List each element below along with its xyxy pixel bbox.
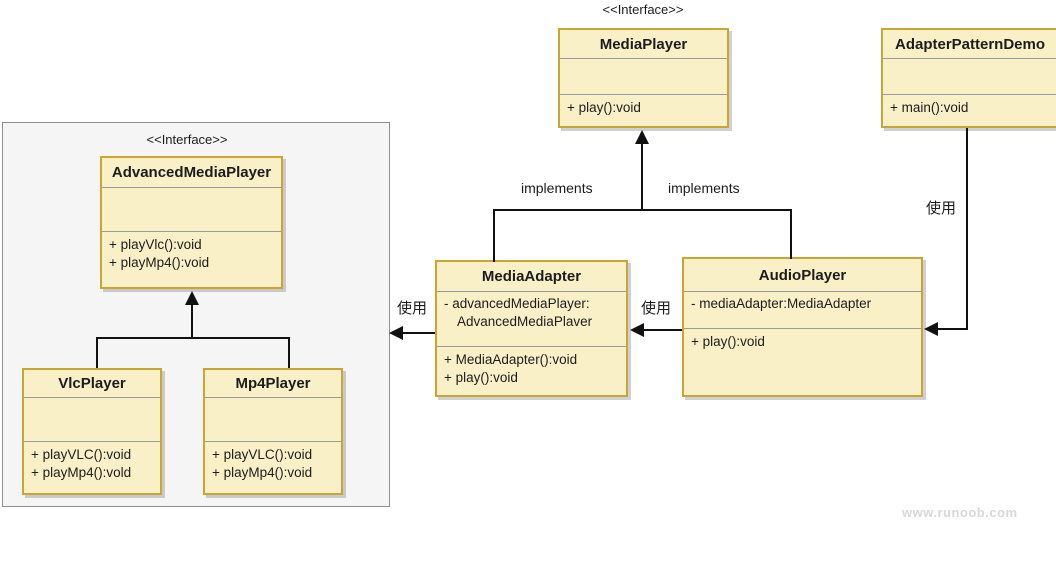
class-attributes [102,188,281,232]
method-playmp4: + playMp4():void [109,255,210,270]
method-play: + play():void [444,370,518,385]
class-methods: + MediaAdapter():void + play():void [437,347,626,395]
attribute-media-adapter: - mediaAdapter:MediaAdapter [691,296,872,311]
interface-stereotype-top: <<Interface>> [602,2,684,17]
class-attributes [24,398,160,442]
method-constructor: + MediaAdapter():void [444,352,578,367]
class-audio-player: AudioPlayer - mediaAdapter:MediaAdapter … [682,257,923,397]
class-media-adapter: MediaAdapter - advancedMediaPlayer: Adva… [435,260,628,397]
implements-stem-line [641,142,643,211]
interface-stereotype-left: <<Interface>> [146,132,228,147]
implements-bus-line [493,209,792,211]
class-title: AdvancedMediaPlayer [102,158,281,188]
class-methods: + play():void [560,95,727,126]
use-arrowhead-media-adapter-icon [630,323,644,337]
class-methods: + playVLC():void + playMp4():void [205,442,341,493]
implements-label-left: implements [519,180,595,196]
use-line-adaptee [401,332,435,334]
implements-branch-media-adapter [493,209,495,262]
class-methods: + main():void [883,95,1056,126]
attribute-advanced-media-player-cont: AdvancedMediaPlaver [457,314,593,329]
extends-arrowhead-icon [185,291,199,305]
class-title: Mp4Player [205,370,341,398]
class-media-player: MediaPlayer + play():void [558,28,729,128]
class-methods: + playVLC():void + playMp4():vold [24,442,160,493]
method-playvlc: + playVLC():void [212,447,313,462]
class-attributes: - mediaAdapter:MediaAdapter [684,292,921,329]
use-label-demo: 使用 [925,197,958,218]
use-label-audio-player: 使用 [640,297,673,318]
class-methods: + play():void [684,329,921,395]
implements-label-right: implements [666,180,742,196]
extends-branch-vlc [96,337,98,368]
extends-bus-line [96,337,290,339]
class-title: MediaPlayer [560,30,727,59]
class-title: AdapterPatternDemo [883,30,1056,59]
use-arrowhead-adaptee-icon [389,326,403,340]
use-line-media-adapter [642,329,682,331]
extends-stem-line [191,303,193,339]
method-playmp4: + playMp4():vold [31,465,132,480]
use-line-demo-horizontal [936,328,968,330]
watermark-text: www.runoob.com [902,505,1018,520]
class-attributes [205,398,341,442]
attribute-advanced-media-player: - advancedMediaPlayer: [444,296,590,311]
method-playmp4: + playMp4():void [212,465,313,480]
use-arrowhead-audio-player-icon [924,322,938,336]
class-title: VlcPlayer [24,370,160,398]
class-attributes [560,59,727,95]
extends-branch-mp4 [288,337,290,368]
use-label-media-adapter: 使用 [396,297,429,318]
class-title: AudioPlayer [684,259,921,292]
class-vlc-player: VlcPlayer + playVLC():void + playMp4():v… [22,368,162,495]
class-methods: + playVlc():void + playMp4():void [102,232,281,287]
class-adapter-pattern-demo: AdapterPatternDemo + main():void [881,28,1056,128]
method-playvlc: + playVLC():void [31,447,132,462]
implements-arrowhead-icon [635,130,649,144]
method-playvlc: + playVlc():void [109,237,202,252]
implements-branch-audio-player [790,209,792,259]
method-main: + main():void [890,100,969,115]
class-mp4-player: Mp4Player + playVLC():void + playMp4():v… [203,368,343,495]
use-line-demo-vertical [966,128,968,330]
class-attributes: - advancedMediaPlayer: AdvancedMediaPlav… [437,292,626,347]
class-advanced-media-player: AdvancedMediaPlayer + playVlc():void + p… [100,156,283,289]
class-attributes [883,59,1056,95]
method-play: + play():void [567,100,641,115]
class-title: MediaAdapter [437,262,626,292]
method-play: + play():void [691,334,765,349]
